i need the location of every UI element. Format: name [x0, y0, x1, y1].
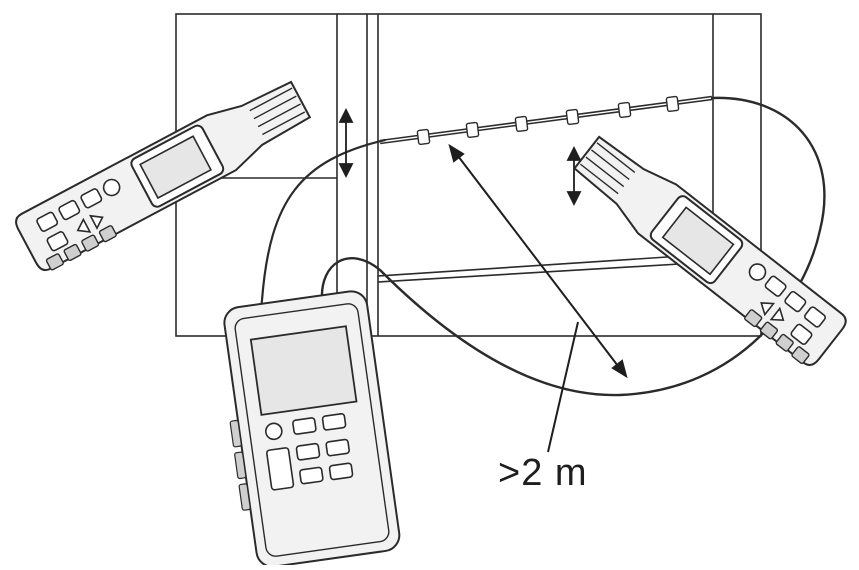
distance-label: >2 m	[498, 452, 588, 494]
receiver-probe-icon	[15, 80, 312, 272]
receiver-probe-icon	[573, 135, 847, 366]
motion-arrow-left	[338, 107, 354, 179]
distance-arrow	[448, 143, 628, 453]
transmitter-icon	[223, 290, 401, 568]
motion-arrow-right	[566, 145, 582, 207]
hidden-cable	[379, 95, 713, 146]
